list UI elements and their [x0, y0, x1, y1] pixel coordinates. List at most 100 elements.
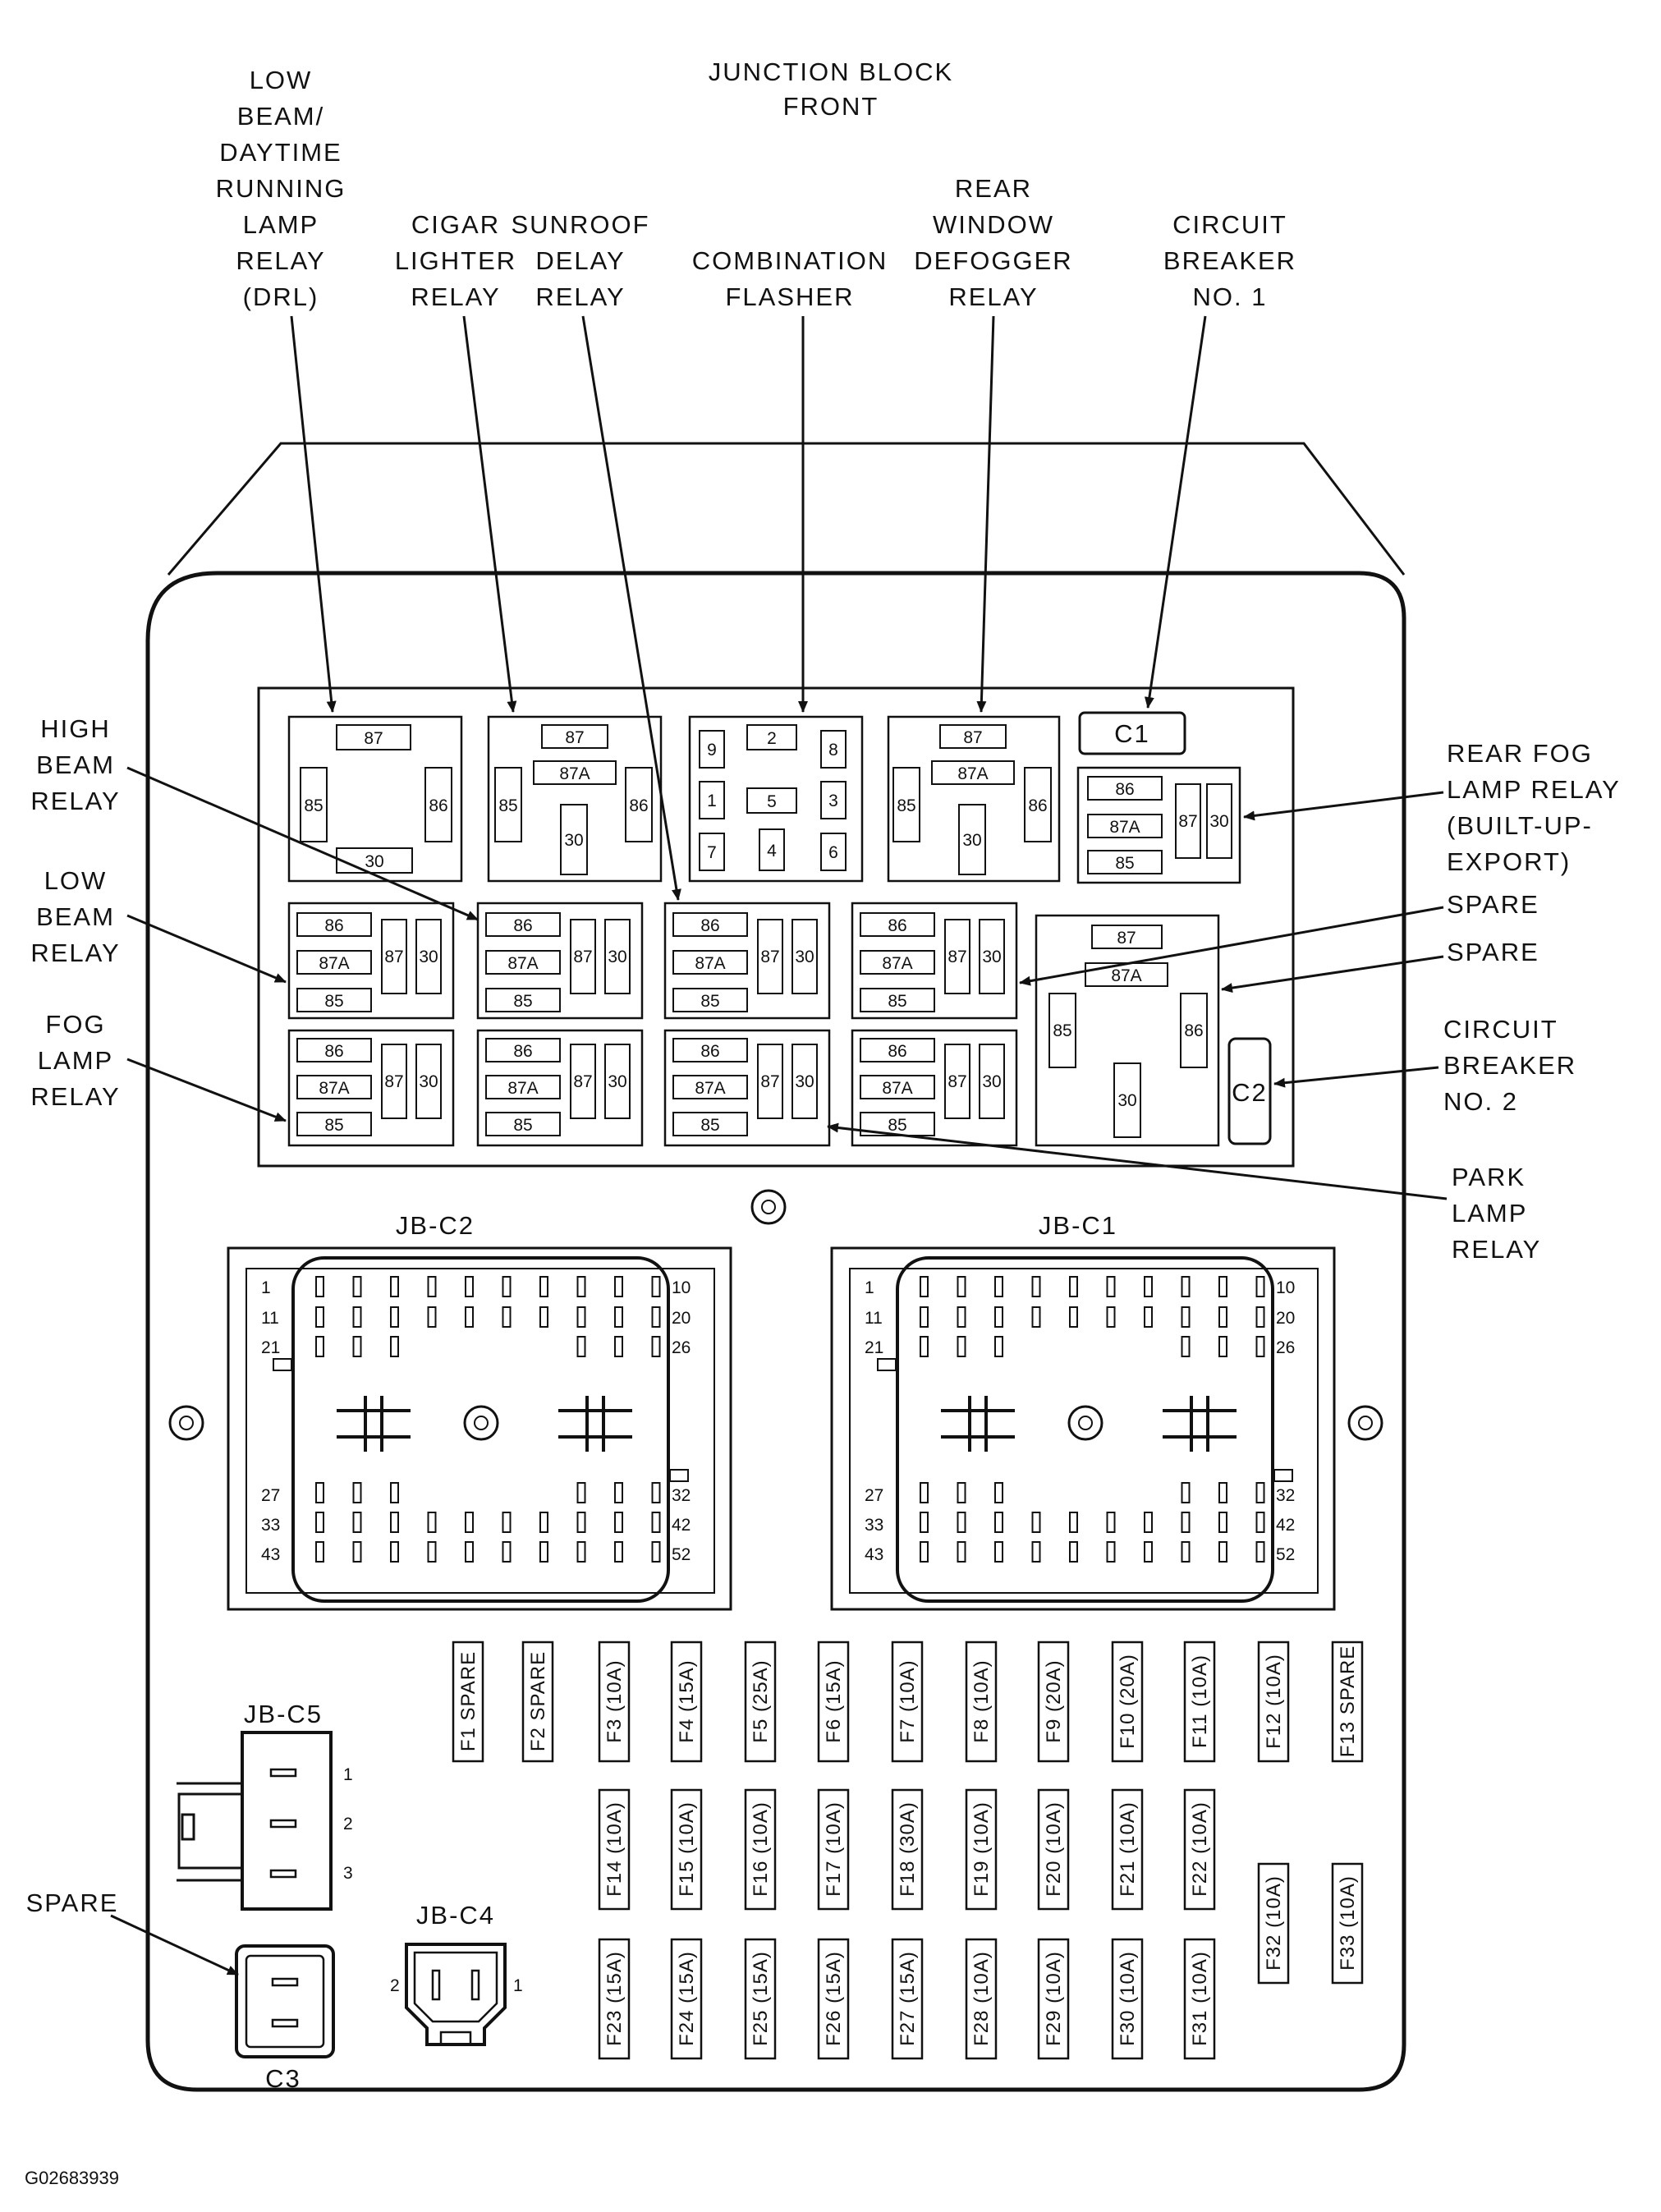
connector-label: JB-C1	[1039, 1211, 1117, 1240]
pin-slot	[994, 1482, 1003, 1503]
pin-number: 10	[1276, 1278, 1295, 1297]
connector-jb-c1: JB-C1 1 11 21 27 33 43 10 20 26 32 42 52	[830, 1211, 1336, 1611]
callout-text: DEFOGGER	[914, 246, 1072, 275]
pin-slot	[502, 1512, 512, 1533]
pin-label: 85	[324, 1116, 343, 1135]
pin-slot	[651, 1541, 661, 1563]
pin-slot	[576, 1306, 586, 1328]
pin-slot	[539, 1276, 548, 1297]
pin-slot	[1255, 1276, 1265, 1297]
fuse-label: F25 (15A)	[750, 1951, 772, 2046]
pin-slot	[651, 1512, 661, 1533]
mounting-hole-right	[1347, 1405, 1383, 1441]
pin-label: 86	[700, 916, 719, 935]
pin-label: 87	[384, 948, 403, 966]
fuse-row-2: F14 (10A) F15 (10A) F16 (10A) F17 (10A) …	[598, 1788, 1364, 1985]
mini-relay-6: 86 87A 85 87 30	[476, 1029, 644, 1147]
cigar-lighter-relay: 87 87A 85 86 30	[487, 715, 663, 883]
arrow-spare-2	[1221, 955, 1444, 994]
pin-number: 1	[865, 1278, 874, 1297]
pin-label: 87	[760, 948, 779, 966]
pin-slot	[1106, 1512, 1116, 1533]
callout-text: (DRL)	[243, 282, 319, 311]
pin-grid	[920, 1276, 1265, 1563]
pin-label: 87	[948, 948, 966, 966]
pin-slot	[1218, 1482, 1227, 1503]
callout-text: BREAKER	[1443, 1051, 1576, 1080]
pin-slot	[920, 1541, 929, 1563]
pin-label: 86	[324, 1042, 343, 1061]
mini-relay-2: 86 87A 85 87 30	[476, 902, 644, 1020]
callout-high-beam-relay: HIGH BEAM RELAY	[30, 714, 120, 815]
pin-slot	[1255, 1512, 1265, 1533]
connector-label: JB-C4	[416, 1901, 495, 1930]
pin-label: 8	[828, 741, 838, 760]
pin-label: 85	[304, 796, 323, 815]
callout-text: DAYTIME	[219, 138, 342, 167]
pin-slot	[465, 1541, 474, 1563]
callout-text: FOG	[45, 1010, 105, 1039]
pin-number: 33	[261, 1516, 280, 1535]
pin-slot	[920, 1512, 929, 1533]
pin-label: 30	[419, 948, 438, 966]
pin-slot	[315, 1336, 324, 1357]
pin-slot	[539, 1306, 548, 1328]
fuse-f10: F10 (20A)	[1111, 1641, 1144, 1763]
pin-label: 3	[828, 792, 838, 810]
pin-slot	[1181, 1336, 1191, 1357]
fuse-f3: F3 (10A)	[598, 1641, 631, 1763]
pin-slot	[994, 1512, 1003, 1533]
callout-text: RELAY	[535, 282, 625, 311]
pin-label: 86	[429, 796, 447, 815]
callout-text: RELAY	[30, 938, 120, 967]
pin-slot	[427, 1512, 437, 1533]
pin-label: 5	[767, 792, 777, 811]
pin-slot	[465, 1306, 474, 1328]
pin-slot	[465, 1276, 474, 1297]
callout-text: RELAY	[30, 787, 120, 815]
arrow-cb1	[1144, 315, 1207, 709]
fuse-label: F13 SPARE	[1337, 1645, 1359, 1758]
pin-slot	[1255, 1306, 1265, 1328]
callout-text: BEAM	[36, 750, 115, 779]
pin-slot	[651, 1276, 661, 1297]
housing	[145, 442, 1406, 2092]
arrow-drl	[290, 315, 337, 713]
fuse-label: F2 SPARE	[527, 1651, 549, 1751]
fuse-f7: F7 (10A)	[891, 1641, 924, 1763]
fuse-f20: F20 (10A)	[1037, 1788, 1070, 1911]
pin-slot	[614, 1336, 623, 1357]
fuse-f8: F8 (10A)	[965, 1641, 998, 1763]
pin-slot	[1181, 1512, 1191, 1533]
pin-slot	[920, 1306, 929, 1328]
callout-text: SPARE	[1447, 938, 1539, 966]
callout-circuit-breaker-1: CIRCUIT BREAKER NO. 1	[1163, 210, 1295, 311]
pin-label: 30	[962, 831, 981, 850]
callout-text: LAMP RELAY	[1447, 775, 1621, 804]
pin-slot	[427, 1541, 437, 1563]
pin-slot	[1106, 1276, 1116, 1297]
pin-number: 2	[343, 1815, 353, 1833]
callout-text: RELAY	[236, 246, 325, 275]
fuse-label: F16 (10A)	[750, 1801, 772, 1897]
pin-slot	[1144, 1276, 1153, 1297]
pin-label: 86	[513, 916, 532, 935]
arrow-defogger	[976, 315, 995, 713]
fuse-f21: F21 (10A)	[1111, 1788, 1144, 1911]
pin-slot	[576, 1541, 586, 1563]
connector-label: C3	[265, 2064, 301, 2093]
pin-label: 86	[888, 1042, 906, 1061]
pin-label: 87A	[319, 954, 349, 973]
callout-circuit-breaker-2: CIRCUIT BREAKER NO. 2	[1443, 1015, 1576, 1116]
pin-slot	[315, 1276, 324, 1297]
callout-text: LAMP	[243, 210, 319, 239]
pin-number: 1	[261, 1278, 271, 1297]
mounting-hole-center	[750, 1189, 787, 1225]
pin-number: 52	[672, 1545, 691, 1564]
pin-number: 11	[865, 1309, 883, 1328]
pin-label: 87A	[319, 1079, 349, 1098]
pin-label: 30	[419, 1072, 438, 1091]
pin-slot	[614, 1276, 623, 1297]
callout-text: PARK	[1452, 1163, 1526, 1191]
